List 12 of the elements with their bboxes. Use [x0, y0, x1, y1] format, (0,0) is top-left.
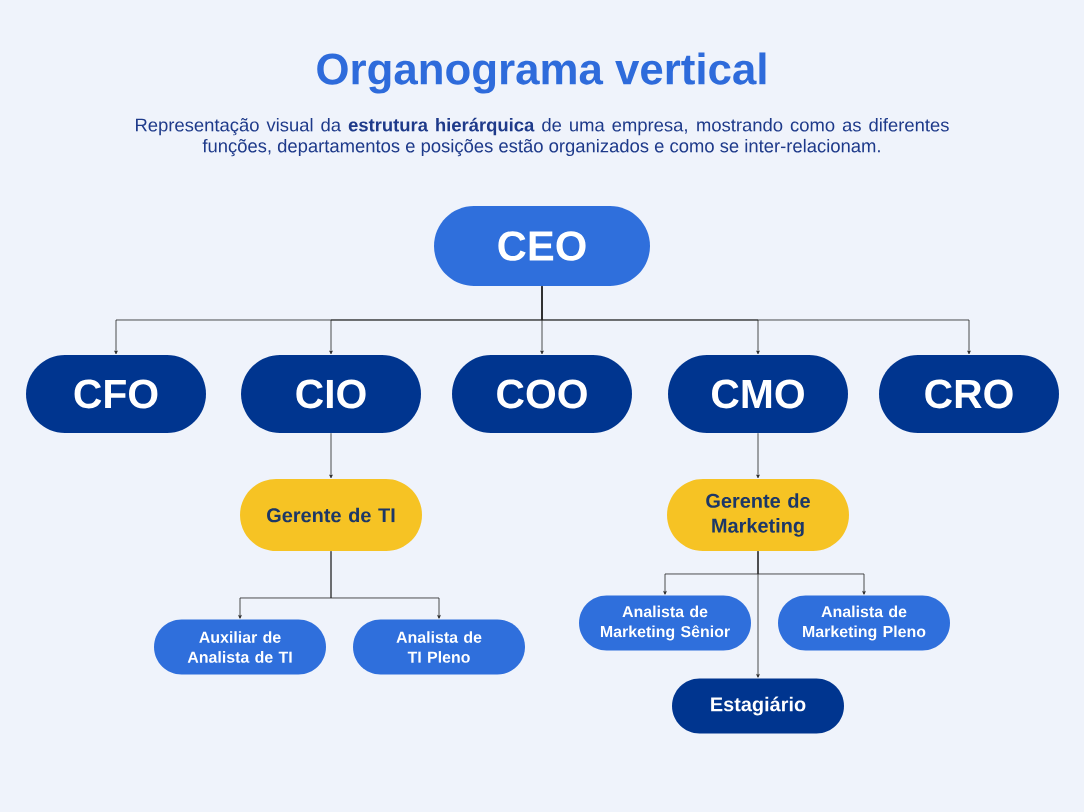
connector-arrow [330, 550, 441, 619]
org-box: Auxiliar de Analista de TI [154, 619, 326, 675]
connector-arrow [329, 432, 333, 479]
connector-arrow [756, 432, 760, 479]
org-box: Analista de TI Pleno [353, 619, 525, 675]
title: Organograma vertical [317, 52, 766, 94]
connector-arrow [756, 550, 760, 678]
org-box: Estagiário [672, 678, 844, 734]
connector-arrow [541, 285, 971, 355]
org-box: Analista de Marketing Sênior [579, 595, 751, 651]
org-box: Analista de Marketing Pleno [778, 595, 950, 651]
subtitle: Representação visual da estrutura hierárquica de uma empresa, mostrando como as diferentes funções, departamentos e posições estão organizados e como se inter-relacionam. [136, 117, 949, 157]
